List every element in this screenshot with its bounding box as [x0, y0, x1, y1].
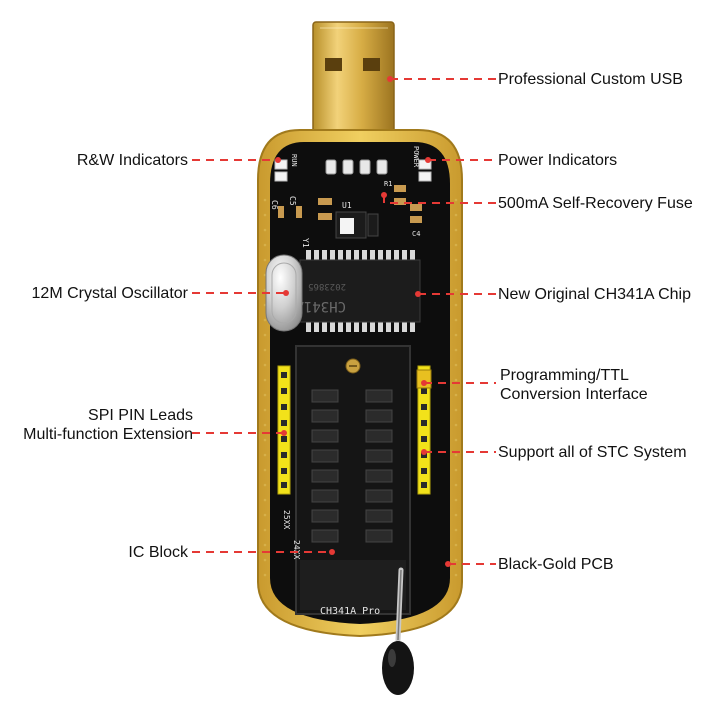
label-spi-line2: Multi-function Extension	[23, 426, 193, 443]
label-programming-ttl: Programming/TTL Conversion Interface	[500, 366, 648, 404]
silk-r1: R1	[384, 180, 392, 188]
silk-25xx: 25XX	[282, 510, 291, 529]
label-spi-line1: SPI PIN Leads	[88, 407, 193, 424]
label-fuse: 500mA Self-Recovery Fuse	[498, 195, 693, 212]
label-ic-block: IC Block	[128, 544, 188, 561]
silk-c5: C5	[288, 196, 297, 206]
zif-socket	[295, 345, 411, 615]
label-pcb: Black-Gold PCB	[498, 556, 614, 573]
voltage-regulator	[335, 211, 379, 239]
silk-c4: C4	[412, 230, 420, 238]
label-power-indicators: Power Indicators	[498, 152, 618, 169]
label-crystal: 12M Crystal Oscillator	[31, 285, 188, 302]
label-chip: New Original CH341A Chip	[498, 286, 691, 303]
chip-code: 2023865	[308, 281, 346, 291]
label-spi: SPI PIN Leads Multi-function Extension	[23, 406, 193, 444]
leader-endpoints	[275, 76, 451, 567]
pcb-via-dots	[263, 198, 458, 577]
silk-run: RUN	[290, 154, 298, 167]
silk-u1: U1	[342, 201, 352, 210]
label-rw-indicators: R&W Indicators	[76, 152, 188, 169]
label-usb: Professional Custom USB	[498, 71, 683, 88]
label-stc: Support all of STC System	[498, 444, 687, 461]
silk-model: CH341A Pro	[320, 606, 380, 617]
silk-c6: C6	[270, 200, 279, 210]
silk-24xx: 24XX	[292, 540, 301, 559]
silk-y1: Y1	[301, 238, 310, 248]
smd-capacitors	[278, 185, 422, 223]
label-programming-line2: Conversion Interface	[500, 386, 648, 403]
usb-solder-pads	[325, 159, 388, 175]
silk-power: POWER	[412, 146, 420, 168]
label-programming-line1: Programming/TTL	[500, 367, 629, 384]
stc-pin-header	[417, 365, 431, 495]
zif-lever	[382, 567, 414, 695]
usb-connector	[312, 21, 395, 163]
chip-marking: CH341A	[295, 298, 346, 314]
ch341a-chip: CH341A 2023865	[295, 250, 421, 332]
